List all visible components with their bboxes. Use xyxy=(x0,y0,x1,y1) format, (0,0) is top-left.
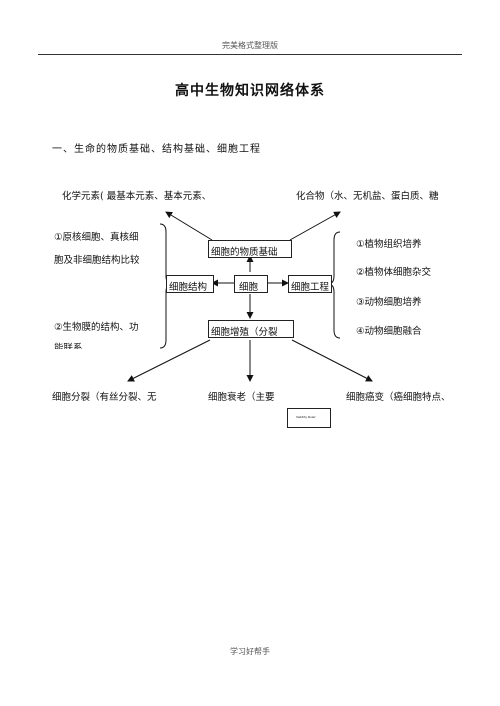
compounds-text: 化合物（水、无机盐、蛋白质、糖 xyxy=(296,191,439,202)
cell-division-text: 细胞分裂（有丝分裂、无 xyxy=(52,392,157,403)
right-item-4: ④动物细胞融合 xyxy=(356,326,422,337)
small-text-box: Validity Ruler xyxy=(287,408,331,428)
arrow-to-division xyxy=(127,339,211,382)
chemical-elements-text: 化学元素( 最基本元素、基本元素、 xyxy=(62,191,212,202)
material-basis-label: 细胞的物质基础 xyxy=(211,247,278,258)
left-item-2-line-2: 能联系 xyxy=(54,343,83,349)
section-heading: 一、生命的物质基础、结构基础、细胞工程 xyxy=(52,144,261,155)
cell-structure-box: 细胞结构 xyxy=(166,275,214,293)
right-item-3: ③动物细胞培养 xyxy=(356,297,422,308)
left-item-1-line-1: ①原核细胞、真核细 xyxy=(54,232,139,243)
small-box-label: Validity Ruler xyxy=(296,415,316,419)
cell-cancer-text: 细胞癌变（癌细胞特点、 xyxy=(346,392,451,403)
cell-aging-text: 细胞衰老（主要 xyxy=(208,392,275,403)
arrow-to-elements xyxy=(165,211,213,241)
arrow-to-cancer xyxy=(291,339,373,382)
page-footer: 学习好帮手 xyxy=(230,647,270,656)
cell-engineering-label: 细胞工程 xyxy=(291,282,330,293)
cell-structure-label: 细胞结构 xyxy=(169,282,208,293)
cell-proliferation-box: 细胞增殖（分裂 xyxy=(208,320,294,338)
cell-box: 细胞 xyxy=(234,275,268,293)
cell-engineering-box: 细胞工程 xyxy=(288,275,332,293)
right-item-2: ②植物体细胞杂交 xyxy=(356,267,432,278)
document-title: 高中生物知识网络体系 xyxy=(175,83,325,99)
header-rule xyxy=(38,54,462,55)
left-item-1-line-2: 胞及非细胞结构比较 xyxy=(54,255,140,266)
arrow-to-compounds xyxy=(289,211,341,241)
left-item-2-line-1: ②生物膜的结构、功 xyxy=(54,322,139,333)
page-header: 完美格式整理版 xyxy=(222,41,278,50)
material-basis-box: 细胞的物质基础 xyxy=(208,240,292,258)
right-item-1: ①植物组织培养 xyxy=(356,239,422,250)
cell-label: 细胞 xyxy=(239,282,259,293)
cell-proliferation-label: 细胞增殖（分裂 xyxy=(211,327,278,338)
